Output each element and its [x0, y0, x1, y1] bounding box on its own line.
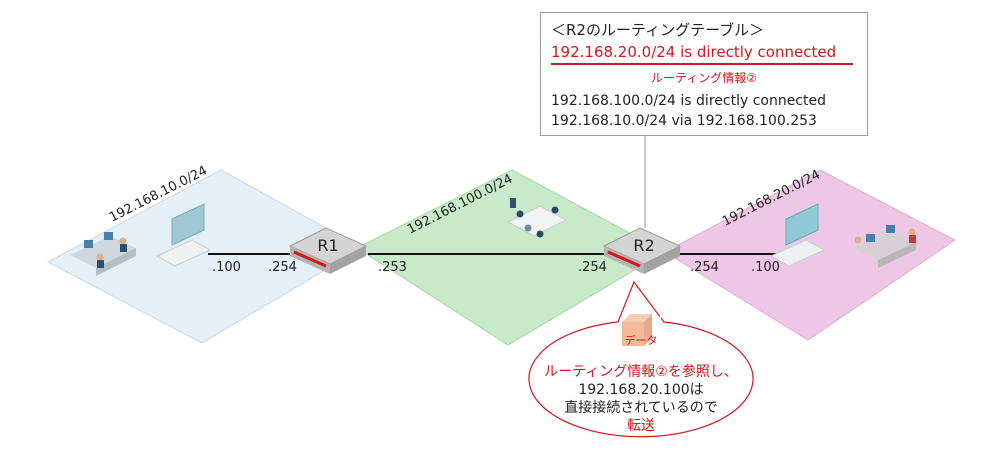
routing-highlight-note: ルーティング情報②: [650, 71, 758, 85]
ip-label-r2-right: .254: [690, 260, 719, 275]
data-packet-icon: [622, 314, 652, 346]
router-r1-icon: [288, 227, 368, 274]
meeting-group-icon: [506, 198, 568, 238]
ip-label-r1-left: .254: [268, 260, 297, 275]
router-r2-icon: [602, 227, 682, 274]
ip-label-r1-right: .253: [378, 260, 407, 275]
routing-table-title: ＜R2のルーティングテーブル＞: [551, 21, 765, 39]
router-r2-label: R2: [633, 236, 654, 255]
data-packet-label: データ: [625, 333, 658, 347]
office-workers-icon-right: [852, 225, 916, 268]
bubble-line-2: 192.168.20.100は: [578, 382, 703, 398]
routing-entry-2: 192.168.100.0/24 is directly connected: [551, 93, 826, 109]
bubble-line-4: 転送: [627, 418, 655, 434]
routing-entry-3: 192.168.10.0/24 via 192.168.100.253: [551, 113, 817, 129]
bubble-line-1: ルーティング情報②を参照し、: [544, 363, 738, 380]
laptop-icon-right: [769, 203, 826, 267]
laptop-icon-left: [155, 203, 212, 267]
routing-entry-highlight: 192.168.20.0/24 is directly connected: [551, 43, 837, 61]
ip-label-left-pc: .100: [212, 260, 241, 275]
highlight-underline: [551, 63, 853, 65]
speech-bubble: [528, 280, 754, 438]
office-workers-icon-left: [70, 232, 136, 276]
ip-label-right-pc: .100: [751, 260, 780, 275]
ip-label-r2-left: .254: [578, 260, 607, 275]
router-r1-label: R1: [317, 236, 338, 255]
bubble-line-3: 直接接続されているので: [564, 399, 718, 416]
routing-table-box: ＜R2のルーティングテーブル＞ 192.168.20.0/24 is direc…: [540, 12, 868, 136]
